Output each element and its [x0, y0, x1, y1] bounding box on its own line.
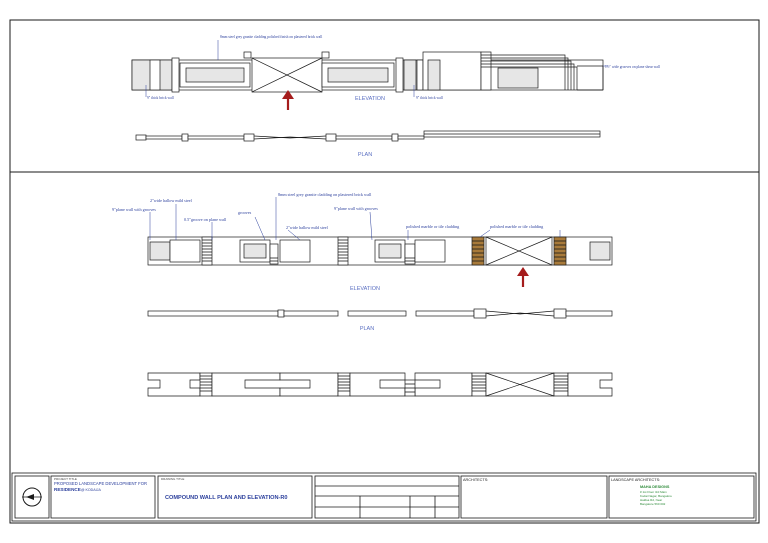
annot-plane-wall: 9"plane wall with grooves [112, 207, 156, 212]
landscape-architects-label: LANDSCAPE ARCHITECTS: [611, 478, 660, 482]
annot-marble-1: polished marble or tile cladding [406, 224, 460, 229]
landscape-firm: MAHA DESIGNS [640, 485, 670, 489]
landscape-address-4: Bangalore 560 002 [640, 502, 666, 506]
annot-grooves: 1½" wide grooves on plane shear wall [605, 65, 660, 69]
bottom-elevation-label: ELEVATION [350, 286, 380, 292]
landscape-address-2: Kodai Nagar, Bangalore [640, 494, 672, 498]
annot-marble-2: polished marble or tile cladding [490, 224, 544, 229]
top-plan-label: PLAN [358, 152, 372, 158]
project-line-2: RESIDENCE@ KODAIJA [54, 487, 101, 492]
drawing-caption: DRAWING TITLE [161, 477, 184, 481]
top-plan [135, 130, 601, 142]
annot-brick-left: 9" thick brick wall [147, 96, 174, 100]
title-block [11, 472, 757, 522]
project-line-1: PROPOSED LANDSCAPE DEVELOPMENT FOR [54, 481, 147, 486]
entry-arrow-icon [282, 90, 294, 110]
bottom-elevation [147, 236, 613, 266]
annot-cladding: 8mm steel grey granite cladding on plast… [278, 192, 372, 197]
bottom-plan [147, 308, 613, 319]
annot-railing-2: 2"wide hallow mild steel [286, 225, 329, 230]
annot-cladding: 8mm steel grey granite cladding polished… [220, 35, 322, 39]
annot-railing-1: 2"wide hallow mild steel [150, 198, 193, 203]
sheet-border [9, 19, 760, 524]
project-caption: PROJECT TITLE [54, 477, 77, 481]
bottom-plan-label: PLAN [360, 326, 374, 332]
landscape-address-3: Haldsa Rd, Near [640, 498, 662, 502]
drawing-title: COMPOUND WALL PLAN AND ELEVATION-R0 [165, 495, 288, 501]
north-arrow-icon [22, 487, 42, 507]
section-hatching [200, 375, 568, 393]
annot-plane-wall-2: 9"plane wall with grooves [334, 206, 378, 211]
pilaster-hatching [202, 239, 566, 262]
annot-grooves: grooves [238, 210, 252, 215]
architects-label: ARCHITECTS: [463, 478, 488, 482]
bottom-annotation-leaders [149, 197, 561, 241]
top-elevation [131, 51, 604, 93]
entry-arrow-icon [517, 267, 529, 287]
bottom-section [147, 372, 613, 397]
annot-brick-right: 9" thick brick wall [416, 96, 443, 100]
top-elevation-label: ELEVATION [355, 96, 385, 102]
top-annotations [145, 40, 608, 97]
annot-grooves-on-wall: 0.5"groove on plane wall [184, 217, 227, 222]
landscape-address-1: # 1st Floor 3rd Main [640, 490, 667, 494]
